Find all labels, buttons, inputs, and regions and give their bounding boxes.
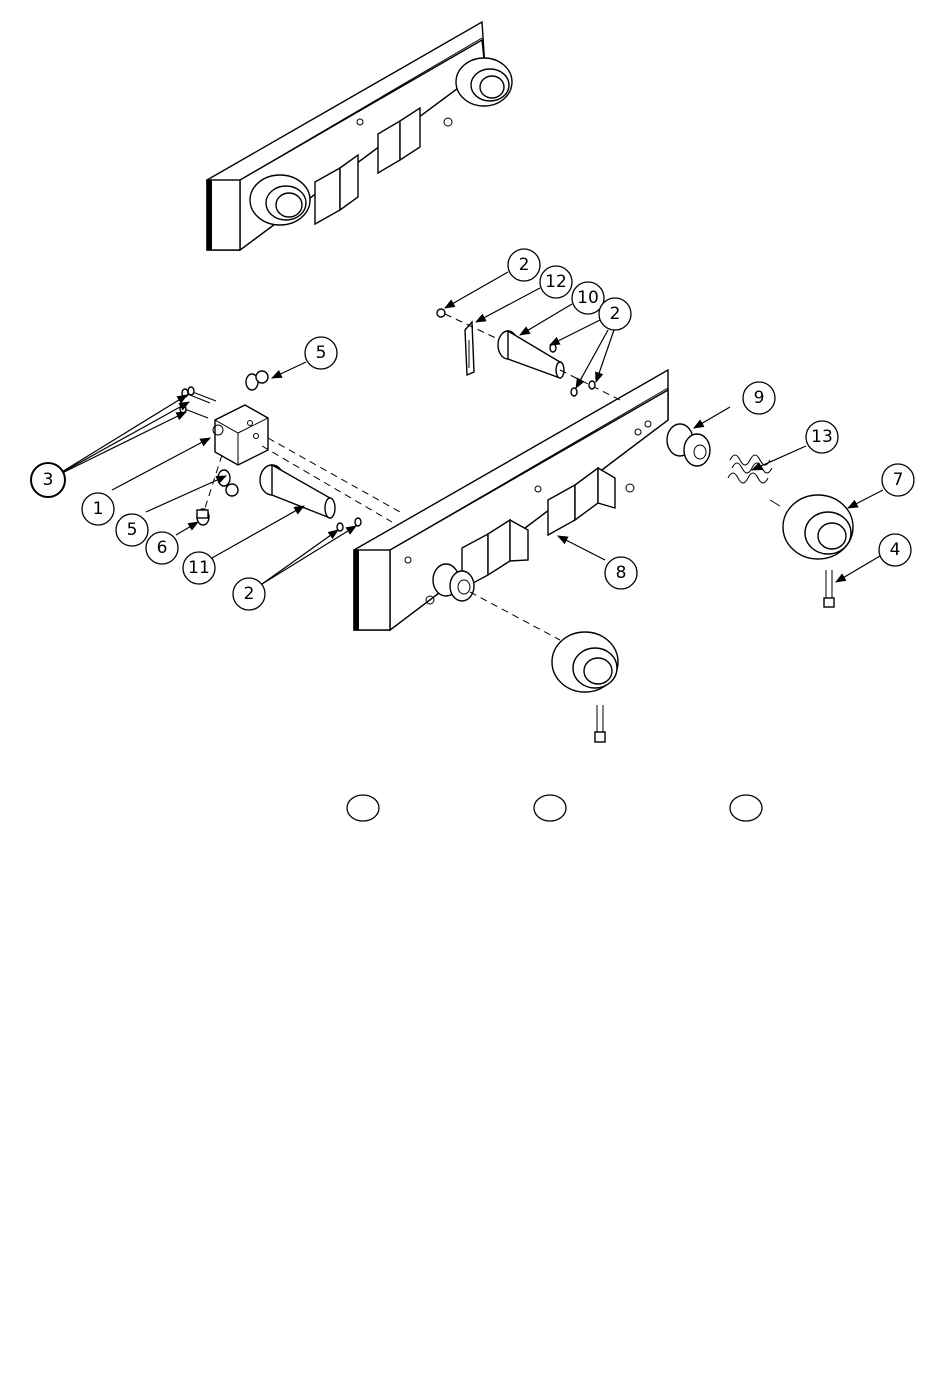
callout-c4: 2 xyxy=(599,298,631,330)
svg-text:4: 4 xyxy=(890,540,901,560)
callout-c10: 1 xyxy=(82,493,114,525)
svg-text:2: 2 xyxy=(519,255,530,275)
svg-text:6: 6 xyxy=(157,538,168,558)
callout-c13: 11 xyxy=(183,552,215,584)
legend-ovals xyxy=(347,795,762,821)
callout-c11: 5 xyxy=(116,514,148,546)
callout-c1: 2 xyxy=(508,249,540,281)
front-knob xyxy=(552,632,618,692)
screw-part-4 xyxy=(824,570,834,607)
svg-text:12: 12 xyxy=(545,272,567,292)
shaft-part-10 xyxy=(498,331,564,378)
legend-oval-3 xyxy=(730,795,762,821)
svg-text:2: 2 xyxy=(244,584,255,604)
knob-part-7 xyxy=(783,495,853,559)
callout-c2: 12 xyxy=(540,266,572,298)
svg-text:5: 5 xyxy=(316,343,327,363)
callout-c14: 8 xyxy=(605,557,637,589)
svg-text:10: 10 xyxy=(577,288,599,308)
plug-part-6 xyxy=(197,509,209,525)
svg-text:8: 8 xyxy=(616,563,627,583)
callout-c12: 6 xyxy=(146,532,178,564)
assembled-rail-view xyxy=(207,22,512,250)
assembled-knob-left xyxy=(250,175,310,225)
bushing-part-9 xyxy=(667,424,710,466)
callout-c8: 7 xyxy=(882,464,914,496)
svg-text:13: 13 xyxy=(811,427,833,447)
svg-text:9: 9 xyxy=(754,388,765,408)
callout-c16: 2 xyxy=(233,578,265,610)
spring-part-13 xyxy=(728,455,780,506)
screws-part-3 xyxy=(180,387,216,418)
link-plate-part-12 xyxy=(465,322,474,375)
legend-oval-2 xyxy=(534,795,566,821)
callout-c15: 4 xyxy=(879,534,911,566)
fitting-part-5-top xyxy=(246,371,268,390)
pins-part-2-lower xyxy=(337,518,361,531)
fitting-part-5-lower xyxy=(218,470,238,496)
svg-text:1: 1 xyxy=(93,499,104,519)
callout-c5: 5 xyxy=(305,337,337,369)
callout-c7: 13 xyxy=(806,421,838,453)
assembled-knob-right xyxy=(456,58,512,106)
front-screw xyxy=(595,705,605,742)
svg-text:7: 7 xyxy=(893,470,904,490)
pin-part-2-top xyxy=(437,309,445,317)
svg-text:2: 2 xyxy=(610,304,621,324)
svg-text:3: 3 xyxy=(43,470,54,490)
main-rail-part-8 xyxy=(354,370,668,630)
legend-oval-1 xyxy=(347,795,379,821)
svg-text:5: 5 xyxy=(127,520,138,540)
svg-text:11: 11 xyxy=(188,558,210,578)
callout-c9: 3 xyxy=(31,463,65,497)
callout-c6: 9 xyxy=(743,382,775,414)
